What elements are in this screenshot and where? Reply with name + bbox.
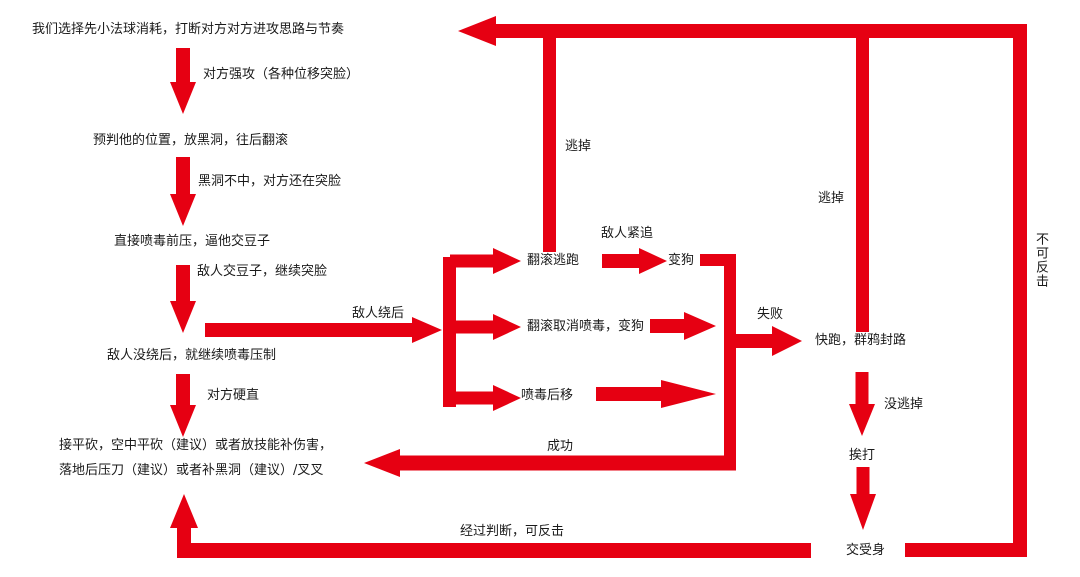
edge-label-not-escaped: 没逃掉 — [884, 397, 924, 412]
edge-label-enemy-engage: 对方强攻（各种位移突脸） — [203, 67, 360, 82]
arrow-down-stunned — [170, 374, 196, 437]
arrow-right-spit-back — [450, 385, 521, 411]
arrow-right-roll-cancel-out — [650, 312, 716, 340]
dog-bracket-vertical — [724, 254, 736, 470]
edge-label-enemy-bean: 敌人交豆子，继续突脸 — [197, 264, 328, 279]
arrow-right-spit-back-out — [596, 380, 716, 408]
arrow-down-bean — [170, 265, 196, 333]
node-run-crows: 快跑，群鸦封路 — [815, 333, 907, 348]
node-combo-line1: 接平砍，空中平砍（建议）或者放技能补伤害， — [59, 438, 333, 453]
branch-bracket — [443, 257, 456, 407]
node-get-hit: 挨打 — [849, 448, 876, 463]
line-no-counter-vertical — [1013, 24, 1027, 557]
edge-label-counter: 经过判断，可反击 — [460, 524, 565, 539]
line-escaped-1 — [543, 24, 556, 252]
arrow-right-chase — [602, 248, 667, 274]
edge-label-fail: 失败 — [757, 307, 784, 322]
arrow-right-flank — [205, 317, 442, 343]
node-dog: 变狗 — [668, 253, 695, 268]
node-start: 我们选择先小法球消耗，打断对方对方进攻思路与节奏 — [32, 22, 345, 37]
arrow-down-not-escaped — [849, 372, 875, 436]
arrow-up-counter — [170, 494, 198, 558]
line-cleanse-right — [905, 543, 1027, 557]
edge-label-no-counter: 不可反击 — [1033, 232, 1048, 288]
arrow-down-engage — [170, 48, 196, 114]
line-counter-bottom — [177, 543, 811, 558]
node-use-cleanse: 交受身 — [846, 543, 886, 558]
node-spit-back: 喷毒后移 — [521, 388, 574, 403]
node-combo-line2: 落地后压刀（建议）或者补黑洞（建议）/叉叉 — [59, 463, 324, 478]
arrow-down-miss-hole — [170, 157, 196, 226]
node-roll-cancel: 翻滚取消喷毒，变狗 — [527, 319, 645, 334]
arrow-left-top-loop — [458, 16, 1020, 46]
node-roll-escape: 翻滚逃跑 — [527, 253, 580, 268]
arrow-right-roll-cancel — [450, 314, 521, 340]
edge-label-enemy-chase: 敌人紧追 — [601, 226, 654, 241]
node-push: 直接喷毒前压，逼他交豆子 — [114, 234, 271, 249]
edge-label-escaped-1: 逃掉 — [565, 139, 592, 154]
node-predict: 预判他的位置，放黑洞，往后翻滚 — [93, 133, 289, 148]
arrow-down-get-hit — [850, 467, 876, 530]
edge-label-enemy-flank: 敌人绕后 — [352, 306, 405, 321]
arrow-right-fail — [736, 326, 802, 356]
arrow-right-roll-escape — [450, 248, 521, 274]
edge-label-stunned: 对方硬直 — [207, 388, 260, 403]
node-no-flank: 敌人没绕后，就继续喷毒压制 — [107, 348, 277, 363]
line-escaped-2 — [856, 24, 869, 332]
edge-label-success: 成功 — [547, 439, 574, 454]
edge-label-escaped-2: 逃掉 — [818, 191, 845, 206]
edge-label-miss-hole: 黑洞不中，对方还在突脸 — [198, 174, 342, 189]
arrow-left-success — [364, 449, 736, 477]
